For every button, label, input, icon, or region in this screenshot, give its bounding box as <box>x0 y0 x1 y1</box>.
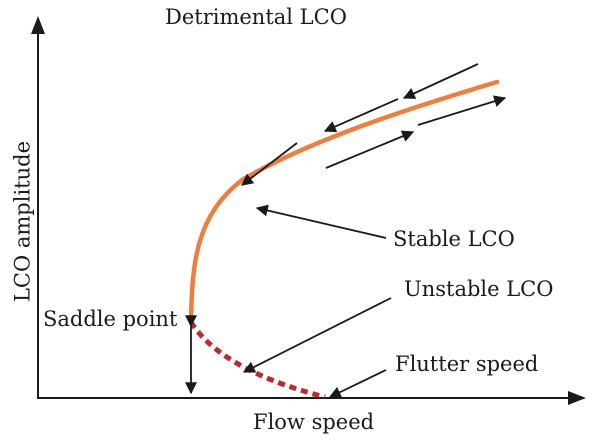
diagram-title: Detrimental LCO <box>165 5 347 29</box>
unstable-lco-label: Unstable LCO <box>404 277 554 301</box>
x-axis-label: Flow speed <box>253 410 375 434</box>
unstable-lco-pointer <box>242 297 392 373</box>
y-axis-arrowhead <box>31 16 45 34</box>
unstable-lco-curve <box>188 320 326 400</box>
stable-lco-pointer <box>255 204 387 239</box>
y-axis-label: LCO amplitude <box>10 140 35 303</box>
x-axis-arrowhead <box>568 391 586 405</box>
increasing-speed-arrow-1 <box>417 95 507 126</box>
decreasing-speed-arrow-3 <box>241 142 298 186</box>
decreasing-speed-arrow-1 <box>402 63 479 99</box>
flutter-speed-pointer <box>328 369 387 398</box>
stable-lco-curve <box>188 79 500 325</box>
stable-lco-label: Stable LCO <box>393 227 515 251</box>
flutter-speed-label: Flutter speed <box>395 352 539 376</box>
decreasing-speed-arrow-2 <box>323 98 399 133</box>
increasing-speed-arrow-2 <box>325 130 415 169</box>
saddle-point-label: Saddle point <box>43 307 178 331</box>
